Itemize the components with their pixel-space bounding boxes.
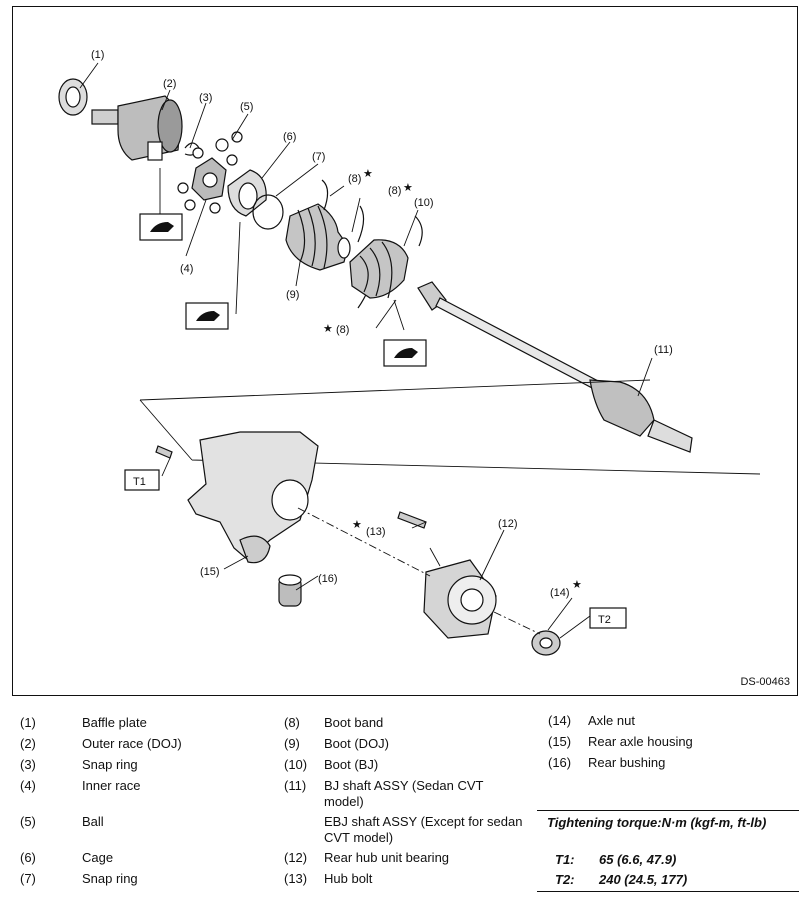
callout-1: (1) [91, 49, 104, 61]
boot-band-part [321, 179, 423, 309]
bj-shaft-part [417, 281, 693, 453]
callout-15: (15) [200, 566, 220, 578]
grease-symbol-icon [139, 213, 183, 241]
rear-bushing-part [278, 574, 302, 607]
torque-tag-t2: T2 [598, 614, 611, 626]
callout-4: (4) [180, 263, 193, 275]
exploded-axle-diagram: T1 T2 (1) (2) (3) (4) (5) (6) (7) (8) (8… [58, 49, 761, 656]
legend-text: Boot (BJ) [324, 757, 379, 772]
legend-text: Boot (DOJ) [324, 736, 390, 751]
star-icon: ★ [403, 182, 413, 194]
legend-text: Ball [82, 814, 104, 829]
cage-part [227, 169, 267, 217]
legend-text: Rear hub unit bearing [324, 850, 450, 865]
legend-num: (1) [20, 715, 36, 730]
diagram-code: DS-00463 [740, 676, 790, 688]
legend-num: (10) [284, 757, 308, 772]
callout-12: (12) [498, 518, 518, 530]
callout-8a: (8) [348, 173, 361, 185]
legend-text: Baffle plate [82, 715, 147, 730]
legend-text: Boot band [324, 715, 384, 730]
callout-13: (13) [366, 526, 386, 538]
star-icon: ★ [352, 519, 362, 531]
star-icon: ★ [363, 168, 373, 180]
diagram-frame [12, 6, 798, 696]
torque-bottom-rule [537, 891, 799, 892]
legend-text: Axle nut [588, 713, 635, 728]
torque-row-t2: T2: 240 (24.5, 177) [537, 872, 799, 890]
torque-value: 240 (24.5, 177) [599, 872, 688, 887]
callout-14: (14) [550, 587, 570, 599]
torque-key: T2: [555, 872, 575, 887]
grease-symbol-icon [185, 302, 229, 330]
inner-race-part [191, 157, 227, 201]
legend-num: (6) [20, 850, 36, 865]
hub-bolt-part [397, 511, 427, 529]
legend-text: Snap ring [82, 871, 138, 886]
legend-text: Snap ring [82, 757, 138, 772]
legend-num: (15) [548, 734, 572, 749]
callout-10: (10) [414, 197, 434, 209]
callout-8c: (8) [336, 324, 349, 336]
ball-part [177, 131, 243, 214]
legend-num: (4) [20, 778, 36, 793]
legend-num: (2) [20, 736, 36, 751]
callout-16: (16) [318, 573, 338, 585]
legend-column-2: (8) Boot band (9) Boot (DOJ) (10) Boot (BJ)… [284, 715, 524, 892]
legend-column-1: (1) Baffle plate (2) Outer race (DOJ) (3) S… [20, 715, 270, 892]
legend-text: Inner race [82, 778, 141, 793]
torque-tag-t1: T1 [133, 476, 146, 488]
bolt-t1-part [155, 445, 173, 459]
outer-race-part [91, 95, 183, 161]
axle-nut-part [531, 630, 561, 656]
legend-text: Rear bushing [588, 755, 666, 770]
callout-7: (7) [312, 151, 325, 163]
legend-text: EBJ shaft ASSY (Except for sedan CVT mod… [324, 814, 523, 845]
torque-heading: Tightening torque:N·m (kgf-m, ft-lb) [547, 815, 767, 830]
callout-11: (11) [654, 344, 673, 356]
legend-text: Outer race (DOJ) [82, 736, 182, 751]
legend-num: (12) [284, 850, 308, 865]
legend-text: BJ shaft ASSY (Sedan CVT model) [324, 778, 484, 809]
legend-num: (11) [284, 778, 307, 793]
grease-symbol-icon [383, 339, 427, 367]
legend-column-3: (14) Axle nut (15) Rear axle housing (16) R… [548, 713, 798, 776]
legend-num: (14) [548, 713, 572, 728]
callout-9: (9) [286, 289, 299, 301]
snap-ring-2-part [252, 194, 284, 230]
torque-key: T1: [555, 852, 575, 867]
torque-tag-t1-box [124, 469, 160, 491]
doj-boot-part [285, 203, 351, 271]
legend-text: Rear axle housing [588, 734, 693, 749]
torque-rule [537, 810, 799, 811]
torque-value: 65 (6.6, 47.9) [599, 852, 677, 867]
rear-hub-unit-bearing-part [423, 559, 497, 639]
legend-num: (13) [284, 871, 308, 886]
torque-table: Tightening torque:N·m (kgf-m, ft-lb) [537, 810, 799, 830]
star-icon: ★ [572, 579, 582, 591]
bj-boot-part [349, 239, 409, 299]
legend-text: Cage [82, 850, 114, 865]
callout-2: (2) [163, 78, 176, 90]
torque-tag-t2-box [589, 607, 627, 629]
callout-5: (5) [240, 101, 253, 113]
legend-num: (5) [20, 814, 36, 829]
legend-text: Hub bolt [324, 871, 373, 886]
rear-axle-housing-part [187, 431, 319, 564]
legend-num: (16) [548, 755, 572, 770]
legend-num: (7) [20, 871, 36, 886]
star-icon: ★ [323, 323, 333, 335]
callout-3: (3) [199, 92, 212, 104]
callout-8b: (8) [388, 185, 401, 197]
legend-num: (3) [20, 757, 36, 772]
legend-num: (9) [284, 736, 300, 751]
legend-num: (8) [284, 715, 300, 730]
callout-6: (6) [283, 131, 296, 143]
